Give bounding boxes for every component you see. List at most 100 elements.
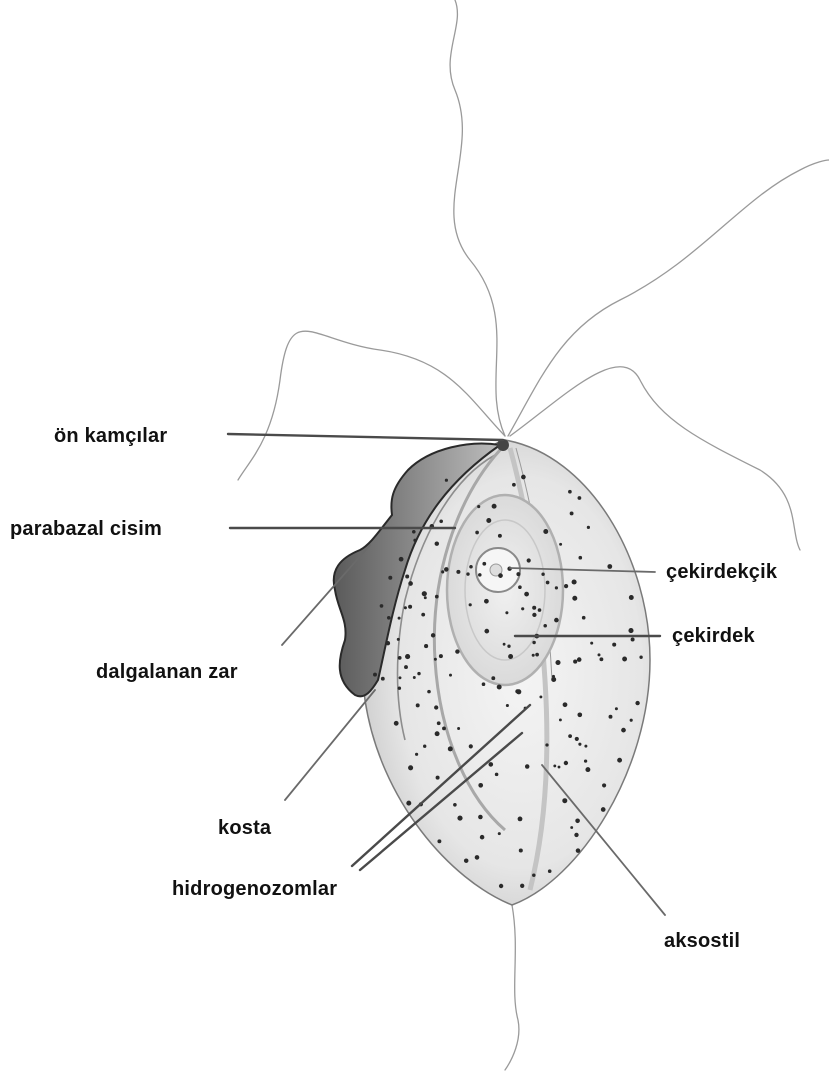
hydrogenosome-dot [455, 649, 459, 653]
label-hidrogenozomlar: hidrogenozomlar [172, 878, 337, 900]
hydrogenosome-dot [555, 660, 560, 665]
hydrogenosome-dot [423, 745, 426, 748]
hydrogenosome-dot [519, 848, 523, 852]
hydrogenosome-dot [521, 607, 524, 610]
hydrogenosome-dot [499, 884, 503, 888]
hydrogenosome-dot [448, 746, 453, 751]
hydrogenosome-dot [497, 685, 502, 690]
hydrogenosome-dot [525, 764, 529, 768]
hydrogenosome-dot [563, 702, 568, 707]
hydrogenosome-dot [535, 653, 539, 657]
hydrogenosome-dot [564, 761, 568, 765]
posterior-axostyle-tip [505, 905, 519, 1070]
hydrogenosome-dot [527, 558, 531, 562]
hydrogenosome-dot [520, 884, 524, 888]
hydrogenosome-dot [543, 529, 548, 534]
hydrogenosome-dot [570, 511, 574, 515]
hydrogenosome-dot [408, 605, 412, 609]
hydrogenosome-dot [469, 744, 473, 748]
hydrogenosome-dot [543, 624, 547, 628]
hydrogenosome-dot [453, 803, 457, 807]
hydrogenosome-dot [628, 628, 633, 633]
hydrogenosome-dot [585, 767, 590, 772]
hydrogenosome-dot [394, 721, 399, 726]
hydrogenosome-dot [532, 873, 535, 876]
leader-on-kamcilar [228, 434, 503, 440]
hydrogenosome-dot [615, 707, 618, 710]
hydrogenosome-dot [639, 656, 642, 659]
hydrogenosome-dot [587, 526, 590, 529]
hydrogenosome-dot [554, 618, 559, 623]
hydrogenosome-dot [484, 599, 489, 604]
hydrogenosome-dot [408, 581, 413, 586]
hydrogenosome-dot [577, 657, 582, 662]
hydrogenosome-dot [578, 743, 581, 746]
hydrogenosome-dot [559, 718, 562, 721]
hydrogenosome-dot [635, 701, 639, 705]
hydrogenosome-dot [480, 835, 485, 840]
hydrogenosome-dot [434, 705, 438, 709]
hydrogenosome-dot [386, 641, 390, 645]
hydrogenosome-dot [506, 704, 509, 707]
hydrogenosome-dot [469, 603, 472, 606]
hydrogenosome-dot [584, 745, 587, 748]
hydrogenosome-dot [539, 695, 542, 698]
hydrogenosome-dot [415, 753, 418, 756]
hydrogenosome-dot [437, 839, 441, 843]
label-cekirdekcik: çekirdekçik [666, 561, 778, 583]
hydrogenosome-dot [508, 654, 513, 659]
hydrogenosome-dot [564, 584, 568, 588]
hydrogenosome-dot [422, 591, 427, 596]
hydrogenosome-dot [578, 496, 582, 500]
hydrogenosome-dot [505, 611, 508, 614]
hydrogenosome-dot [434, 658, 437, 661]
hydrogenosome-dot [491, 676, 495, 680]
hydrogenosome-dot [398, 617, 401, 620]
hydrogenosome-dot [575, 819, 580, 824]
hydrogenosome-dot [516, 572, 520, 576]
label-kosta: kosta [218, 817, 272, 839]
hydrogenosome-dot [630, 719, 633, 722]
hydrogenosome-dot [466, 572, 469, 575]
hydrogenosome-dot [507, 645, 510, 648]
hydrogenosome-dot [503, 643, 506, 646]
hydrogenosome-dot [552, 675, 555, 678]
hydrogenosome-dot [572, 596, 577, 601]
hydrogenosome-dot [406, 801, 411, 806]
hydrogenosome-dot [404, 606, 407, 609]
hydrogenosome-dot [427, 690, 431, 694]
hydrogenosome-dot [380, 604, 384, 608]
hydrogenosome-dot [622, 657, 627, 662]
hydrogenosome-dot [570, 826, 573, 829]
hydrogenosome-dot [469, 565, 473, 569]
label-cekirdek: çekirdek [672, 625, 755, 647]
hydrogenosome-dot [439, 654, 443, 658]
hydrogenosome-dot [381, 677, 385, 681]
hydrogenosome-dot [532, 654, 535, 657]
hydrogenosome-dot [399, 676, 402, 679]
hydrogenosome-dot [478, 783, 483, 788]
hydrogenosome-dot [398, 687, 401, 690]
hydrogenosome-dot [621, 728, 626, 733]
hydrogenosome-dot [498, 832, 501, 835]
hydrogenosome-dot [590, 642, 593, 645]
hydrogenosome-dot [435, 541, 439, 545]
hydrogenosome-dot [439, 520, 443, 524]
hydrogenosome-dot [495, 773, 499, 777]
hydrogenosome-dot [457, 727, 460, 730]
hydrogenosome-dot [541, 573, 544, 576]
hydrogenosome-dot [532, 613, 536, 617]
hydrogenosome-dot [417, 672, 420, 675]
hydrogenosome-dot [477, 505, 480, 508]
hydrogenosome-dot [444, 567, 449, 572]
hydrogenosome-dot [629, 595, 634, 600]
flagellum-1 [450, 0, 505, 436]
hydrogenosome-dot [602, 783, 606, 787]
hydrogenosome-dot [598, 653, 601, 656]
hydrogenosome-dot [538, 608, 542, 612]
hydrogenosome-dot [449, 674, 452, 677]
hydrogenosome-dot [612, 643, 616, 647]
hydrogenosome-dot [424, 596, 427, 599]
